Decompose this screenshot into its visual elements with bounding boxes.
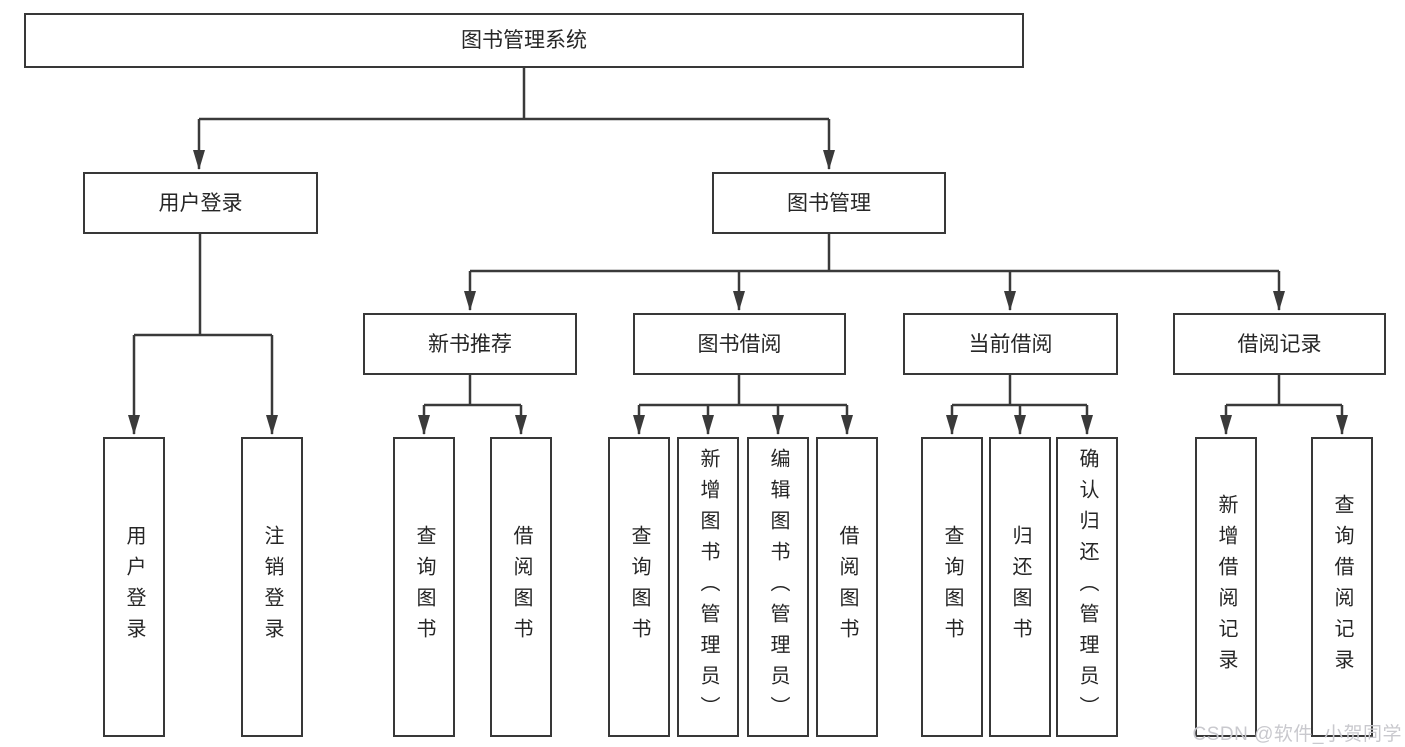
leaf-confirm-return-admin: 确认归还（管理员） bbox=[1056, 437, 1118, 737]
node-book-management: 图书管理 bbox=[712, 172, 946, 234]
leaf-add-borrow-record: 新增借阅记录 bbox=[1195, 437, 1257, 737]
node-current-borrow: 当前借阅 bbox=[903, 313, 1118, 375]
leaf-query-books-borrow: 查询图书 bbox=[608, 437, 670, 737]
leaf-add-book-admin: 新增图书（管理员） bbox=[677, 437, 739, 737]
node-user-login: 用户登录 bbox=[83, 172, 318, 234]
leaf-return-book: 归还图书 bbox=[989, 437, 1051, 737]
csdn-watermark: CSDN @软件_小贺同学 bbox=[1192, 724, 1402, 745]
node-new-book-recommend: 新书推荐 bbox=[363, 313, 577, 375]
node-book-borrow: 图书借阅 bbox=[633, 313, 846, 375]
node-library-management-system: 图书管理系统 bbox=[24, 13, 1024, 68]
leaf-borrow-books-recommend: 借阅图书 bbox=[490, 437, 552, 737]
leaf-query-books-recommend: 查询图书 bbox=[393, 437, 455, 737]
leaf-borrow-books: 借阅图书 bbox=[816, 437, 878, 737]
leaf-user-login: 用户登录 bbox=[103, 437, 165, 737]
node-borrow-records: 借阅记录 bbox=[1173, 313, 1386, 375]
leaf-query-books-current: 查询图书 bbox=[921, 437, 983, 737]
leaf-query-borrow-record: 查询借阅记录 bbox=[1311, 437, 1373, 737]
leaf-edit-book-admin: 编辑图书（管理员） bbox=[747, 437, 809, 737]
leaf-logout-login: 注销登录 bbox=[241, 437, 303, 737]
